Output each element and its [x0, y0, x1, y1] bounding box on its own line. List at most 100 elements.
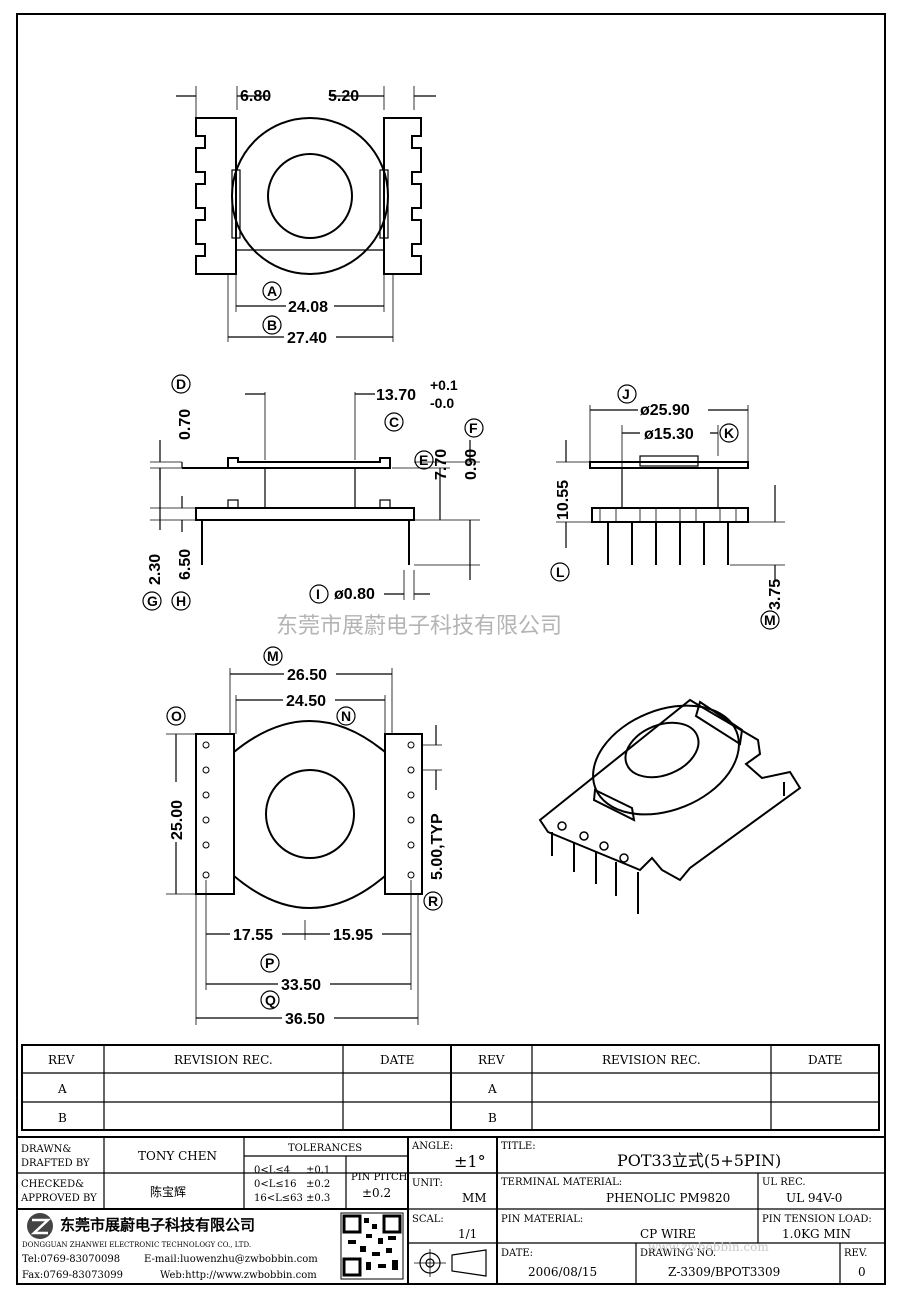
marker-m: M — [267, 648, 279, 664]
qr-code — [340, 1212, 404, 1280]
revision-table: REV REVISION REC. DATE REV REVISION REC.… — [21, 1044, 880, 1131]
pin-material-label: PIN MATERIAL: — [501, 1214, 583, 1225]
angle: ±1° — [454, 1152, 486, 1171]
dim-13-70: 13.70 — [376, 387, 416, 404]
marker-o: O — [171, 708, 182, 724]
marker-p: P — [265, 955, 274, 971]
bottom-view: M 26.50 24.50 N 25.00 O 5.00,TYP R 17.55… — [166, 646, 446, 1028]
tel: Tel:0769-83070098 — [22, 1254, 120, 1265]
dim-5-00-typ: 5.00,TYP — [429, 813, 446, 880]
terminal-material-label: TERMINAL MATERIAL: — [501, 1177, 622, 1188]
marker-f: F — [469, 420, 478, 436]
rev-a-2: A — [487, 1082, 497, 1096]
tol-minus: -0.0 — [430, 395, 454, 411]
dim-0-70: 0.70 — [177, 409, 194, 440]
pin-tension: 1.0KG MIN — [782, 1227, 851, 1241]
dim-17-55: 17.55 — [233, 927, 273, 944]
drawn-label: DRAWN& — [21, 1144, 71, 1155]
angle-label: ANGLE: — [411, 1141, 453, 1152]
unit-label: UNIT: — [412, 1178, 443, 1189]
dim-5-20: 5.20 — [328, 88, 359, 105]
marker-d: D — [176, 376, 186, 392]
drawing-no-label: DRAWING NO. — [640, 1248, 716, 1259]
title-label: TITLE: — [501, 1141, 536, 1152]
marker-b: B — [267, 317, 277, 333]
marker-e: E — [419, 452, 428, 468]
dim-26-50: 26.50 — [287, 667, 327, 684]
dim-15-30: ø15.30 — [644, 426, 694, 443]
dim-24-50: 24.50 — [286, 693, 326, 710]
marker-m-side: M — [764, 612, 776, 628]
checked-label: CHECKED& — [21, 1179, 84, 1190]
pin-tension-label: PIN TENSION LOAD: — [762, 1214, 872, 1225]
fax: Fax:0769-83073099 — [22, 1270, 123, 1281]
pin-pitch: ±0.2 — [362, 1186, 391, 1200]
dim-3-75: 3.75 — [767, 579, 784, 610]
rev: 0 — [858, 1265, 866, 1279]
drawn-by: TONY CHEN — [138, 1149, 217, 1163]
tolerances-label: TOLERANCES — [288, 1143, 362, 1154]
scale: 1/1 — [458, 1227, 477, 1241]
marker-k: K — [724, 425, 734, 441]
rev-header-2: REV — [478, 1053, 505, 1067]
scale-label: SCAL: — [412, 1214, 444, 1225]
isometric-view — [538, 698, 802, 914]
marker-n: N — [341, 708, 351, 724]
drafted-label: DRAFTED BY — [21, 1158, 90, 1169]
marker-g: G — [147, 593, 158, 609]
email: E-mail:luowenzhu@zwbobbin.com — [144, 1254, 318, 1265]
dim-33-50: 33.50 — [281, 977, 321, 994]
top-view: 6.80 5.20 A B 24.08 27.40 — [176, 86, 436, 347]
dim-6-50: 0.90 — [463, 449, 480, 480]
dim-0-90: 6.50 — [177, 549, 194, 580]
marker-q: Q — [265, 992, 276, 1008]
dim-24-08: 24.08 — [288, 299, 328, 316]
approved-by: 陈宝辉 — [150, 1184, 186, 1199]
side-view: ø25.90 J ø15.30 K 10.55 L 3.75 M — [550, 384, 785, 630]
front-view: 13.70 +0.1 -0.0 C 0.70 D 2.30 6.50 G H 7… — [142, 374, 484, 611]
pin-material: CP WIRE — [640, 1227, 696, 1241]
rev-b-2: B — [488, 1111, 497, 1125]
tol-value-1: ±0.1 — [306, 1165, 330, 1176]
overlay-url: www.zwbobbin.com — [648, 1240, 769, 1254]
drawing-no: Z-3309/BPOT3309 — [668, 1265, 780, 1279]
company-logo — [27, 1213, 53, 1239]
marker-c: C — [389, 414, 399, 430]
tol-range-3: 16<L≤63 — [254, 1193, 303, 1204]
rev-label: REV. — [844, 1248, 867, 1259]
company-name: 东莞市展蔚电子科技有限公司 — [60, 1216, 255, 1234]
rev-b-1: B — [58, 1111, 67, 1125]
marker-i: I — [316, 586, 320, 602]
marker-r: R — [428, 893, 438, 909]
date-label: DATE: — [501, 1248, 533, 1259]
dim-15-95: 15.95 — [333, 927, 373, 944]
marker-a: A — [267, 283, 277, 299]
dim-0-80: ø0.80 — [334, 586, 375, 603]
web: Web:http://www.zwbobbin.com — [160, 1270, 317, 1281]
company-en: DONGGUAN ZHANWEI ELECTRONIC TECHNOLOGY C… — [22, 1241, 251, 1249]
marker-h: H — [176, 593, 186, 609]
rev-a-1: A — [57, 1082, 67, 1096]
ul-rec-label: UL REC. — [762, 1177, 806, 1188]
date-header-1: DATE — [380, 1053, 414, 1067]
terminal-material: PHENOLIC PM9820 — [606, 1191, 730, 1205]
rev-header-1: REV — [48, 1053, 75, 1067]
pin-pitch-label: PIN PITCH — [351, 1172, 408, 1183]
revision-rec-header-2: REVISION REC. — [602, 1053, 701, 1067]
tol-value-3: ±0.3 — [306, 1193, 330, 1204]
dim-2-30: 7.70 — [433, 449, 450, 480]
title: POT33立式(5+5PIN) — [617, 1151, 781, 1170]
unit: MM — [462, 1191, 487, 1205]
dim-25-90: ø25.90 — [640, 402, 690, 419]
dim-10-55: 10.55 — [555, 480, 572, 520]
tol-value-2: ±0.2 — [306, 1179, 330, 1190]
dim-7-70: 2.30 — [147, 554, 164, 585]
marker-l: L — [556, 564, 565, 580]
title-block: DRAWN& DRAFTED BY TONY CHEN CHECKED& APP… — [16, 1136, 886, 1285]
dim-25-00: 25.00 — [169, 800, 186, 840]
date: 2006/08/15 — [528, 1265, 597, 1279]
marker-j: J — [622, 386, 630, 402]
watermark: 东莞市展蔚电子科技有限公司 — [276, 614, 562, 639]
projection-symbol — [414, 1249, 487, 1277]
